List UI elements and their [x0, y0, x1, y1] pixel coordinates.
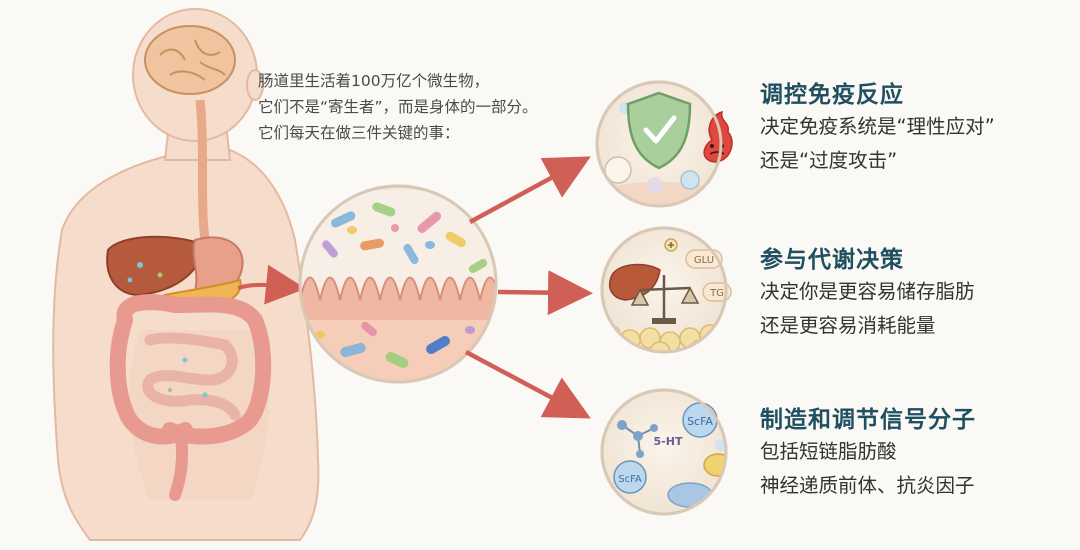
section-line: 决定免疫系统是“理性应对”	[760, 115, 995, 138]
molecule-icon	[617, 420, 658, 458]
intro-line-2: 它们不是“寄生者”，而是身体的一部分。	[258, 98, 538, 116]
section-metabolism: 参与代谢决策 决定你是更容易储存脂肪 还是更容易消耗能量	[760, 245, 1070, 343]
immune-circle	[595, 80, 733, 208]
section-immune: 调控免疫反应 决定免疫系统是“理性应对” 还是“过度攻击”	[760, 80, 1070, 178]
intro-text: 肠道里生活着100万亿个微生物， 它们不是“寄生者”，而是身体的一部分。 它们每…	[258, 68, 618, 146]
section-signal: 制造和调节信号分子 包括短链脂肪酸 神经递质前体、抗炎因子	[760, 405, 1070, 503]
scale-icon	[630, 275, 700, 324]
scfa-label-bottom: ScFA	[618, 474, 642, 485]
section-line: 还是“过度攻击”	[760, 149, 898, 172]
arrow-signal	[464, 350, 591, 419]
section-line: 决定你是更容易储存脂肪	[760, 280, 975, 303]
glu-label: GLU	[694, 255, 714, 266]
brain-icon	[144, 25, 236, 95]
scfa-label-top: ScFA	[687, 415, 713, 428]
metabolism-circle: GLU TG	[600, 226, 732, 354]
arrow-immune	[468, 156, 591, 224]
arrow-to-microbiome	[237, 264, 306, 305]
section-line: 包括短链脂肪酸	[760, 440, 897, 463]
intro-line-3: 它们每天在做三件关键的事：	[258, 124, 460, 142]
liver-icon	[106, 235, 207, 297]
intestine-icon	[109, 294, 272, 501]
intro-line-1: 肠道里生活着100万亿个微生物，	[258, 72, 490, 90]
microbiome-circle	[298, 184, 498, 384]
section-title: 参与代谢决策	[760, 247, 904, 273]
shield-check-icon	[626, 91, 692, 170]
section-title: 调控免疫反应	[760, 82, 904, 108]
liver-icon	[608, 263, 661, 301]
signal-circle: ScFA ScFA 5-HT	[600, 388, 728, 516]
serotonin-label: 5-HT	[654, 435, 683, 448]
arrow-metabolism	[497, 270, 593, 316]
section-line: 还是更容易消耗能量	[760, 314, 936, 337]
section-line: 神经递质前体、抗炎因子	[760, 474, 975, 497]
tg-label: TG	[709, 288, 724, 299]
section-title: 制造和调节信号分子	[760, 407, 976, 433]
human-body	[52, 8, 320, 541]
